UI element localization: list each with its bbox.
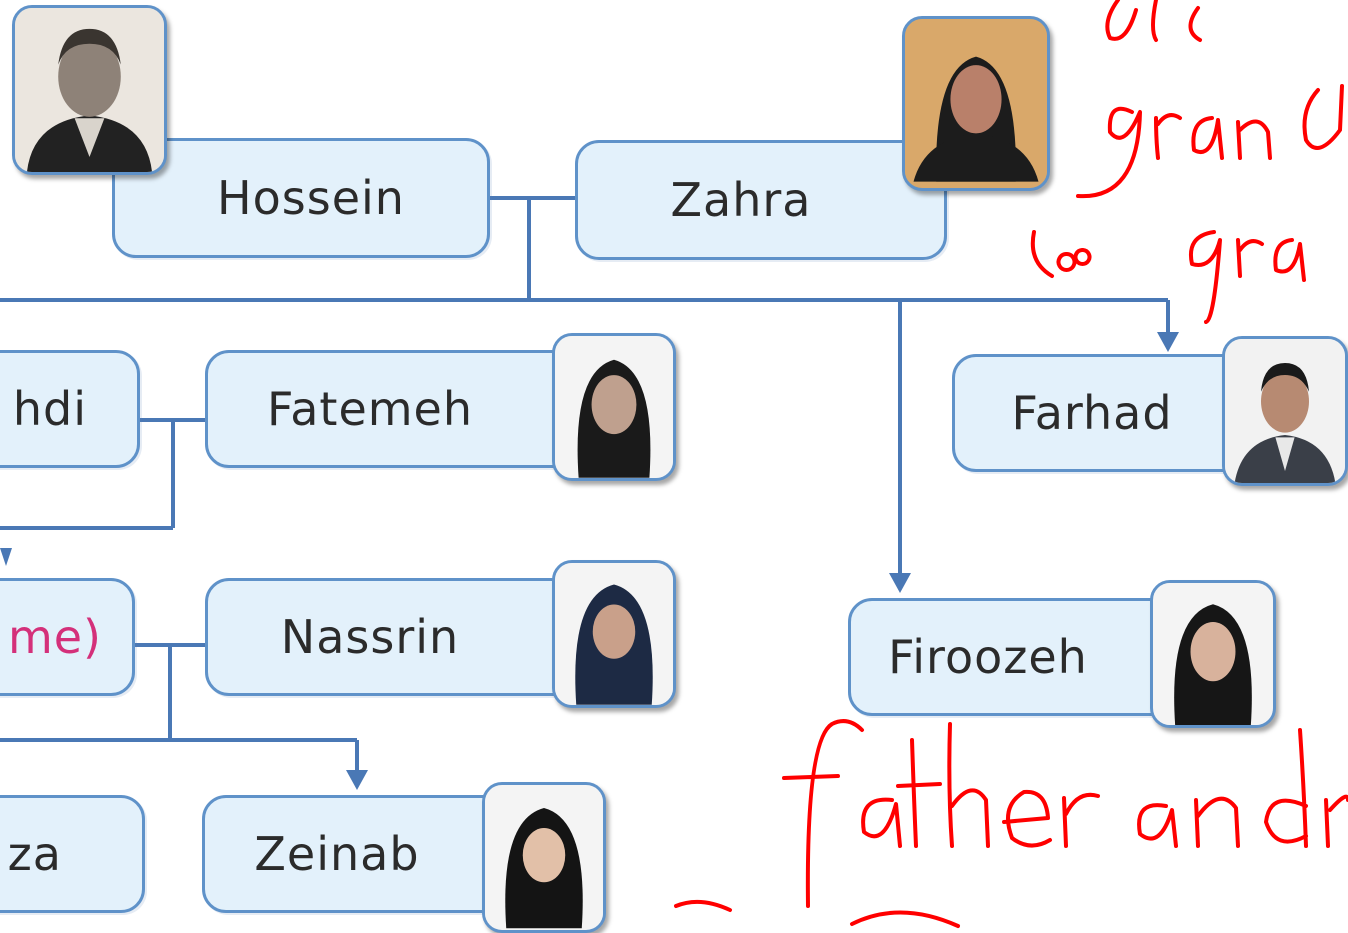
person-box-nassrin[interactable]: Nassrin xyxy=(205,578,585,696)
person-name: me) xyxy=(7,610,102,664)
person-name: za xyxy=(7,827,62,881)
person-box-fatemeh[interactable]: Fatemeh xyxy=(205,350,585,468)
person-name: Zahra xyxy=(670,173,812,227)
person-name: Nassrin xyxy=(280,610,460,664)
person-name: Farhad xyxy=(1011,386,1173,440)
person-name: Zeinab xyxy=(254,827,420,881)
farhad-photo xyxy=(1222,336,1348,486)
hossein-photo xyxy=(12,5,167,175)
zahra-photo xyxy=(902,16,1050,191)
nassrin-photo xyxy=(552,560,676,708)
person-box-hossein[interactable]: Hossein xyxy=(112,138,490,258)
person-name: Hossein xyxy=(217,171,405,225)
person-box-mehdi[interactable]: hdi xyxy=(0,350,140,468)
firoozeh-photo xyxy=(1150,580,1276,728)
person-name: Firoozeh xyxy=(888,630,1088,684)
zeinab-photo xyxy=(482,782,606,933)
person-name: Fatemeh xyxy=(266,382,474,436)
person-box-me[interactable]: me) xyxy=(0,578,135,696)
fatemeh-photo xyxy=(552,333,676,481)
person-name: hdi xyxy=(12,382,87,436)
person-box-reza[interactable]: za xyxy=(0,795,145,913)
person-box-zahra[interactable]: Zahra xyxy=(575,140,947,260)
person-box-firoozeh[interactable]: Firoozeh xyxy=(848,598,1188,716)
